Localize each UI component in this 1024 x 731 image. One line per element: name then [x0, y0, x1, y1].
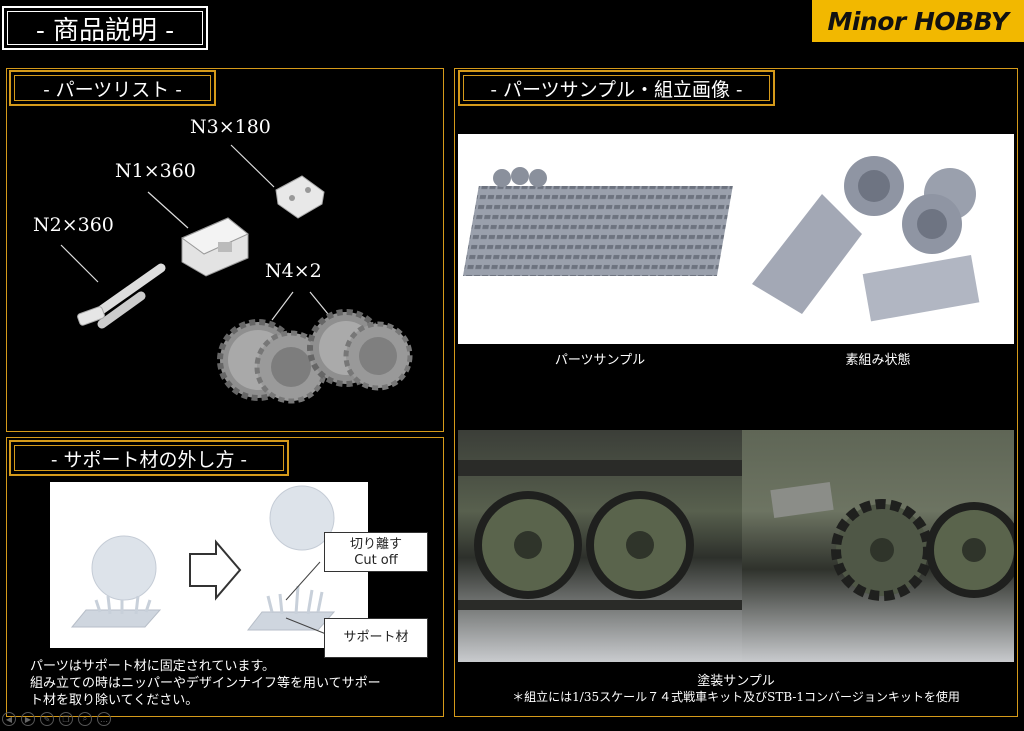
play-icon[interactable]: ▶	[21, 712, 35, 726]
support-description-line: パーツはサポート材に固定されています。	[30, 659, 276, 674]
samples-panel	[454, 68, 1018, 717]
usage-note: ＊組立には1/35スケール７４式戦車キット及びSTB-1コンバージョンキットを使…	[512, 690, 960, 704]
support-title: - サポート材の外し方 -	[9, 440, 289, 476]
parts-list-title-text: - パーツリスト -	[43, 78, 182, 101]
parts-list-panel	[6, 68, 444, 432]
support-description: パーツはサポート材に固定されています。 組み立ての時はニッパーやデザインナイフ等…	[30, 658, 381, 709]
leader-line-n3	[230, 144, 275, 188]
leader-line-n2	[60, 244, 99, 283]
arrow-right-icon	[189, 539, 242, 601]
support-description-line: ト材を取り除いてください。	[30, 693, 199, 708]
page-title-text: - 商品説明 -	[35, 15, 175, 46]
edit-icon[interactable]: ✎	[40, 712, 54, 726]
brand-logo: Minor HOBBY	[812, 0, 1024, 42]
support-panel	[6, 437, 444, 717]
caption-parts-sample: パーツサンプル	[554, 353, 646, 368]
parts-diagram	[60, 144, 413, 404]
part-n3-icon	[275, 175, 325, 219]
support-title-text: - サポート材の外し方 -	[51, 448, 247, 471]
samples-title: - パーツサンプル・組立画像 -	[458, 70, 775, 106]
photo-assembled	[742, 134, 1014, 344]
caption-painted: 塗装サンプル	[697, 674, 775, 689]
prev-icon[interactable]: ◀	[2, 712, 16, 726]
more-icon[interactable]: …	[97, 712, 111, 726]
photo-painted-left	[458, 430, 742, 662]
leader-line-n4a	[271, 291, 294, 321]
part-n2-icon	[77, 263, 166, 329]
part-label-n2: N2×360	[33, 214, 114, 236]
zoom-icon[interactable]: ⌕	[78, 712, 92, 726]
copy-icon[interactable]: ❐	[59, 712, 73, 726]
part-label-n3: N3×180	[190, 116, 271, 138]
page-title: - 商品説明 -	[2, 6, 208, 50]
part-n1-icon	[180, 217, 249, 277]
parts-list-title: - パーツリスト -	[9, 70, 216, 106]
leader-line-n1	[147, 191, 189, 229]
support-diagram	[70, 485, 336, 635]
photo-painted-right	[742, 430, 1022, 662]
callout-cut-off-en: Cut off	[354, 553, 398, 568]
support-illustration	[50, 482, 368, 648]
callout-cut-off-jp: 切り離す	[349, 537, 402, 552]
support-description-line: 組み立ての時はニッパーやデザインナイフ等を用いてサポー	[30, 676, 381, 691]
viewer-toolbar: ◀ ▶ ✎ ❐ ⌕ …	[2, 712, 111, 726]
samples-title-text: - パーツサンプル・組立画像 -	[490, 78, 743, 101]
leader-line-n4b	[309, 291, 329, 315]
part-n4-sprockets-icon	[217, 309, 413, 404]
callout-support-text: サポート材	[343, 630, 409, 645]
callout-support-material: サポート材	[324, 618, 428, 658]
photo-parts-sample	[458, 134, 742, 344]
part-label-n4: N4×2	[265, 260, 322, 282]
brand-text: Minor HOBBY	[827, 6, 1009, 36]
part-label-n1: N1×360	[115, 160, 196, 182]
caption-assembled: 素組み状態	[845, 353, 911, 368]
callout-cut-off: 切り離す Cut off	[324, 532, 428, 572]
